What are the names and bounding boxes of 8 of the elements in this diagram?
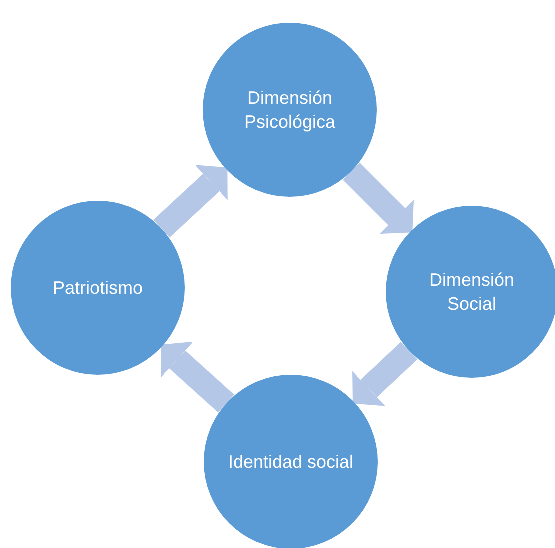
block-arrow <box>154 165 228 238</box>
node-label: Patriotismo <box>52 276 144 300</box>
block-arrow <box>343 163 414 234</box>
node-label: Dimensión Social <box>428 268 516 316</box>
block-arrow <box>352 342 418 406</box>
node-label: Dimensión Psicológica <box>243 86 337 134</box>
block-arrow <box>161 342 234 413</box>
node-label: Identidad social <box>228 450 354 474</box>
